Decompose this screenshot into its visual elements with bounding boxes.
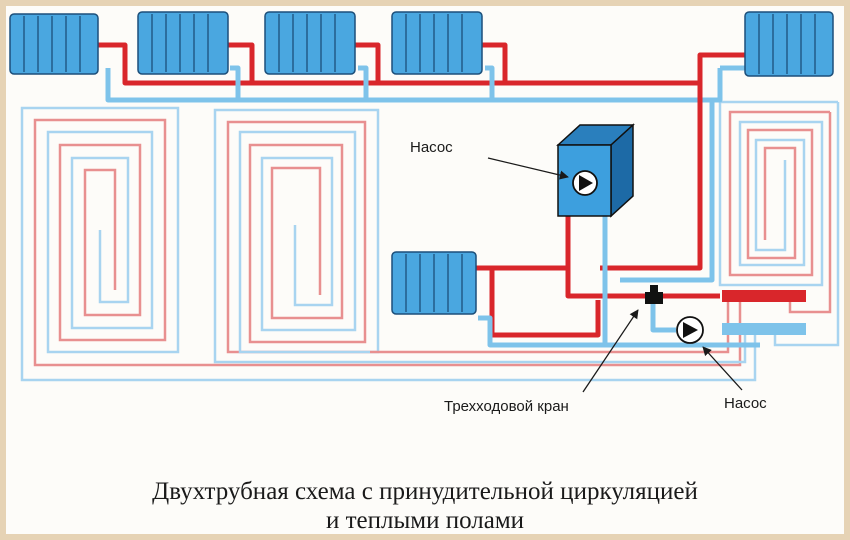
pump-icon	[572, 170, 598, 196]
underfloor-loop-right	[718, 100, 838, 287]
caption-line-1: Двухтрубная схема с принудительной цирку…	[152, 478, 698, 505]
pump-top-label: Насос	[410, 139, 453, 156]
manifold-icon	[722, 290, 806, 335]
underfloor-loop-middle	[213, 108, 385, 364]
pump-bottom-arrow	[702, 346, 743, 391]
floor-feed-pipes	[165, 102, 840, 382]
underfloor-loop-left	[20, 106, 180, 382]
pump-icon	[676, 316, 704, 344]
pump-top-arrow	[487, 157, 569, 180]
boiler-icon	[556, 123, 635, 218]
three-way-valve-arrow	[582, 309, 639, 393]
radiator-icon	[391, 251, 477, 315]
three-way-valve-label: Трехходовой кран	[444, 398, 569, 415]
radiator-icon	[391, 11, 483, 75]
caption-line-2: и теплыми полами	[326, 507, 524, 534]
pump-bottom-label: Насос	[724, 395, 767, 412]
radiator-icon	[137, 11, 229, 75]
radiator-mains	[96, 42, 748, 283]
radiator-icon	[744, 11, 834, 77]
radiator-icon	[9, 13, 99, 75]
three-way-valve-icon	[645, 285, 663, 304]
radiator-icon	[264, 11, 356, 75]
